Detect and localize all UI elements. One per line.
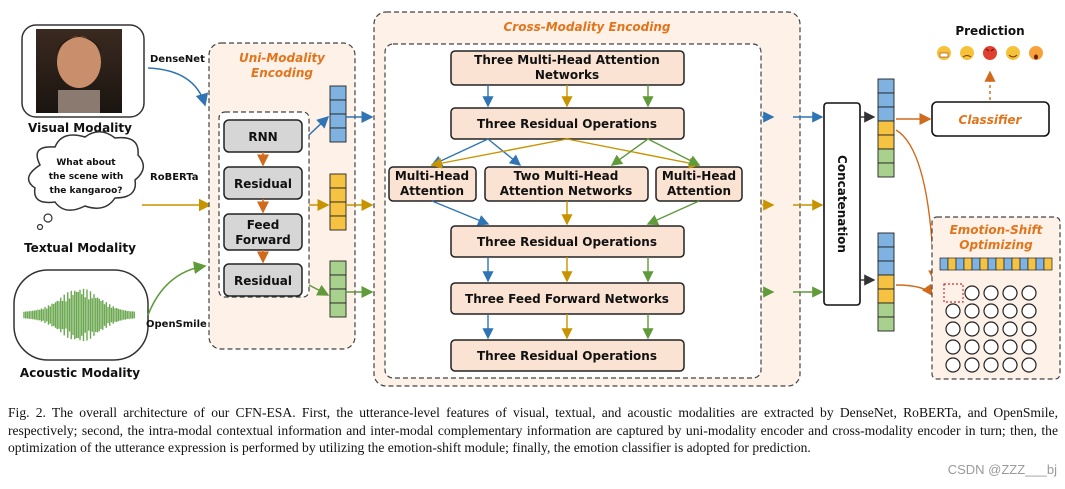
uni-modality-title-1: Uni-Modality [239, 51, 326, 65]
densenet-label: DenseNet [150, 54, 205, 65]
visual-modality-label: Visual Modality [28, 121, 132, 135]
textual-input: What about the scene with the kangaroo? … [24, 131, 144, 255]
waveform-icon [23, 288, 135, 342]
watermark: CSDN @ZZZ___bj [947, 462, 1057, 477]
acoustic-modality-label: Acoustic Modality [20, 366, 140, 380]
visual-input: Visual Modality [21, 24, 145, 135]
feed-forward-label-1: Feed [247, 218, 280, 232]
residual-label-2: Residual [234, 274, 292, 288]
mha-left-label-1: Multi-Head [395, 169, 469, 183]
cross-modality-encoder: Cross-Modality Encoding Three Multi-Head… [373, 11, 801, 387]
figure-caption: Fig. 2. The overall architecture of our … [8, 405, 1058, 455]
mha-mid-label-2: Attention Networks [500, 184, 633, 198]
mha-left-label-2: Attention [400, 184, 464, 198]
residual-label-1: Residual [234, 177, 292, 191]
thought-bubble-icon [27, 131, 144, 211]
emotion-shift-title-1: Emotion-Shift [950, 223, 1044, 237]
concatenation-label: Concatenation [835, 155, 849, 253]
concatenation-block [823, 102, 861, 306]
highlighted-cell [943, 283, 964, 303]
mha-right-label-2: Attention [667, 184, 731, 198]
classifier-block [931, 101, 1050, 137]
residual-operations-block-3 [450, 339, 685, 372]
concat-vector-bottom [877, 232, 895, 332]
residual-block-2 [223, 263, 303, 297]
visual-feature-arrow [147, 67, 209, 107]
mha-mid-label-1: Two Multi-Head [514, 169, 619, 183]
residual-operations-label-2: Three Residual Operations [477, 235, 657, 249]
emotion-emojis [937, 46, 1043, 60]
utterance-sequence-bar [939, 257, 1053, 271]
utterance-line-2: the scene with [49, 172, 124, 182]
textual-modality-label: Textual Modality [24, 241, 136, 255]
uni-modality-encoder: Uni-Modality Encoding RNN Residual Feed … [208, 42, 356, 350]
residual-operations-label-3: Three Residual Operations [477, 349, 657, 363]
mha-networks-label-2: Networks [535, 68, 599, 82]
uni-modality-title-2: Encoding [251, 66, 313, 80]
opensmile-label: OpenSmile [146, 319, 207, 330]
textual-feature-stack [329, 173, 347, 231]
emotion-shift-module: Emotion-Shift Optimizing [931, 216, 1061, 380]
visual-feature-stack [329, 85, 347, 143]
happy-emoji-icon [1006, 46, 1020, 60]
roberta-label: RoBERTa [150, 172, 199, 183]
architecture-diagram: Visual Modality What about the scene wit… [13, 11, 1061, 387]
residual-operations-label-1: Three Residual Operations [477, 117, 657, 131]
cross-modality-title: Cross-Modality Encoding [503, 20, 670, 34]
acoustic-feature-stack [329, 260, 347, 318]
emotion-shift-matrix [945, 285, 1037, 373]
utterance-line-1: What about [56, 158, 116, 168]
rnn-label: RNN [248, 130, 277, 144]
grinning-emoji-icon [937, 46, 951, 60]
mha-right-label-1: Multi-Head [662, 169, 736, 183]
angry-emoji-icon [983, 46, 997, 60]
prediction-label: Prediction [955, 24, 1024, 38]
surprised-emoji-icon [1029, 46, 1043, 60]
emotion-shift-title-2: Optimizing [959, 238, 1033, 252]
mha-networks-label-1: Three Multi-Head Attention [474, 53, 660, 67]
acoustic-input: Acoustic Modality [13, 269, 149, 380]
utterance-line-3: the kangaroo? [50, 186, 123, 196]
classifier-label: Classifier [959, 113, 1023, 127]
acoustic-feature-arrow [147, 261, 207, 316]
concat-vector-top [877, 78, 895, 178]
feed-forward-networks-label: Three Feed Forward Networks [465, 292, 669, 306]
sad-emoji-icon [960, 46, 974, 60]
feed-forward-label-2: Forward [235, 233, 291, 247]
